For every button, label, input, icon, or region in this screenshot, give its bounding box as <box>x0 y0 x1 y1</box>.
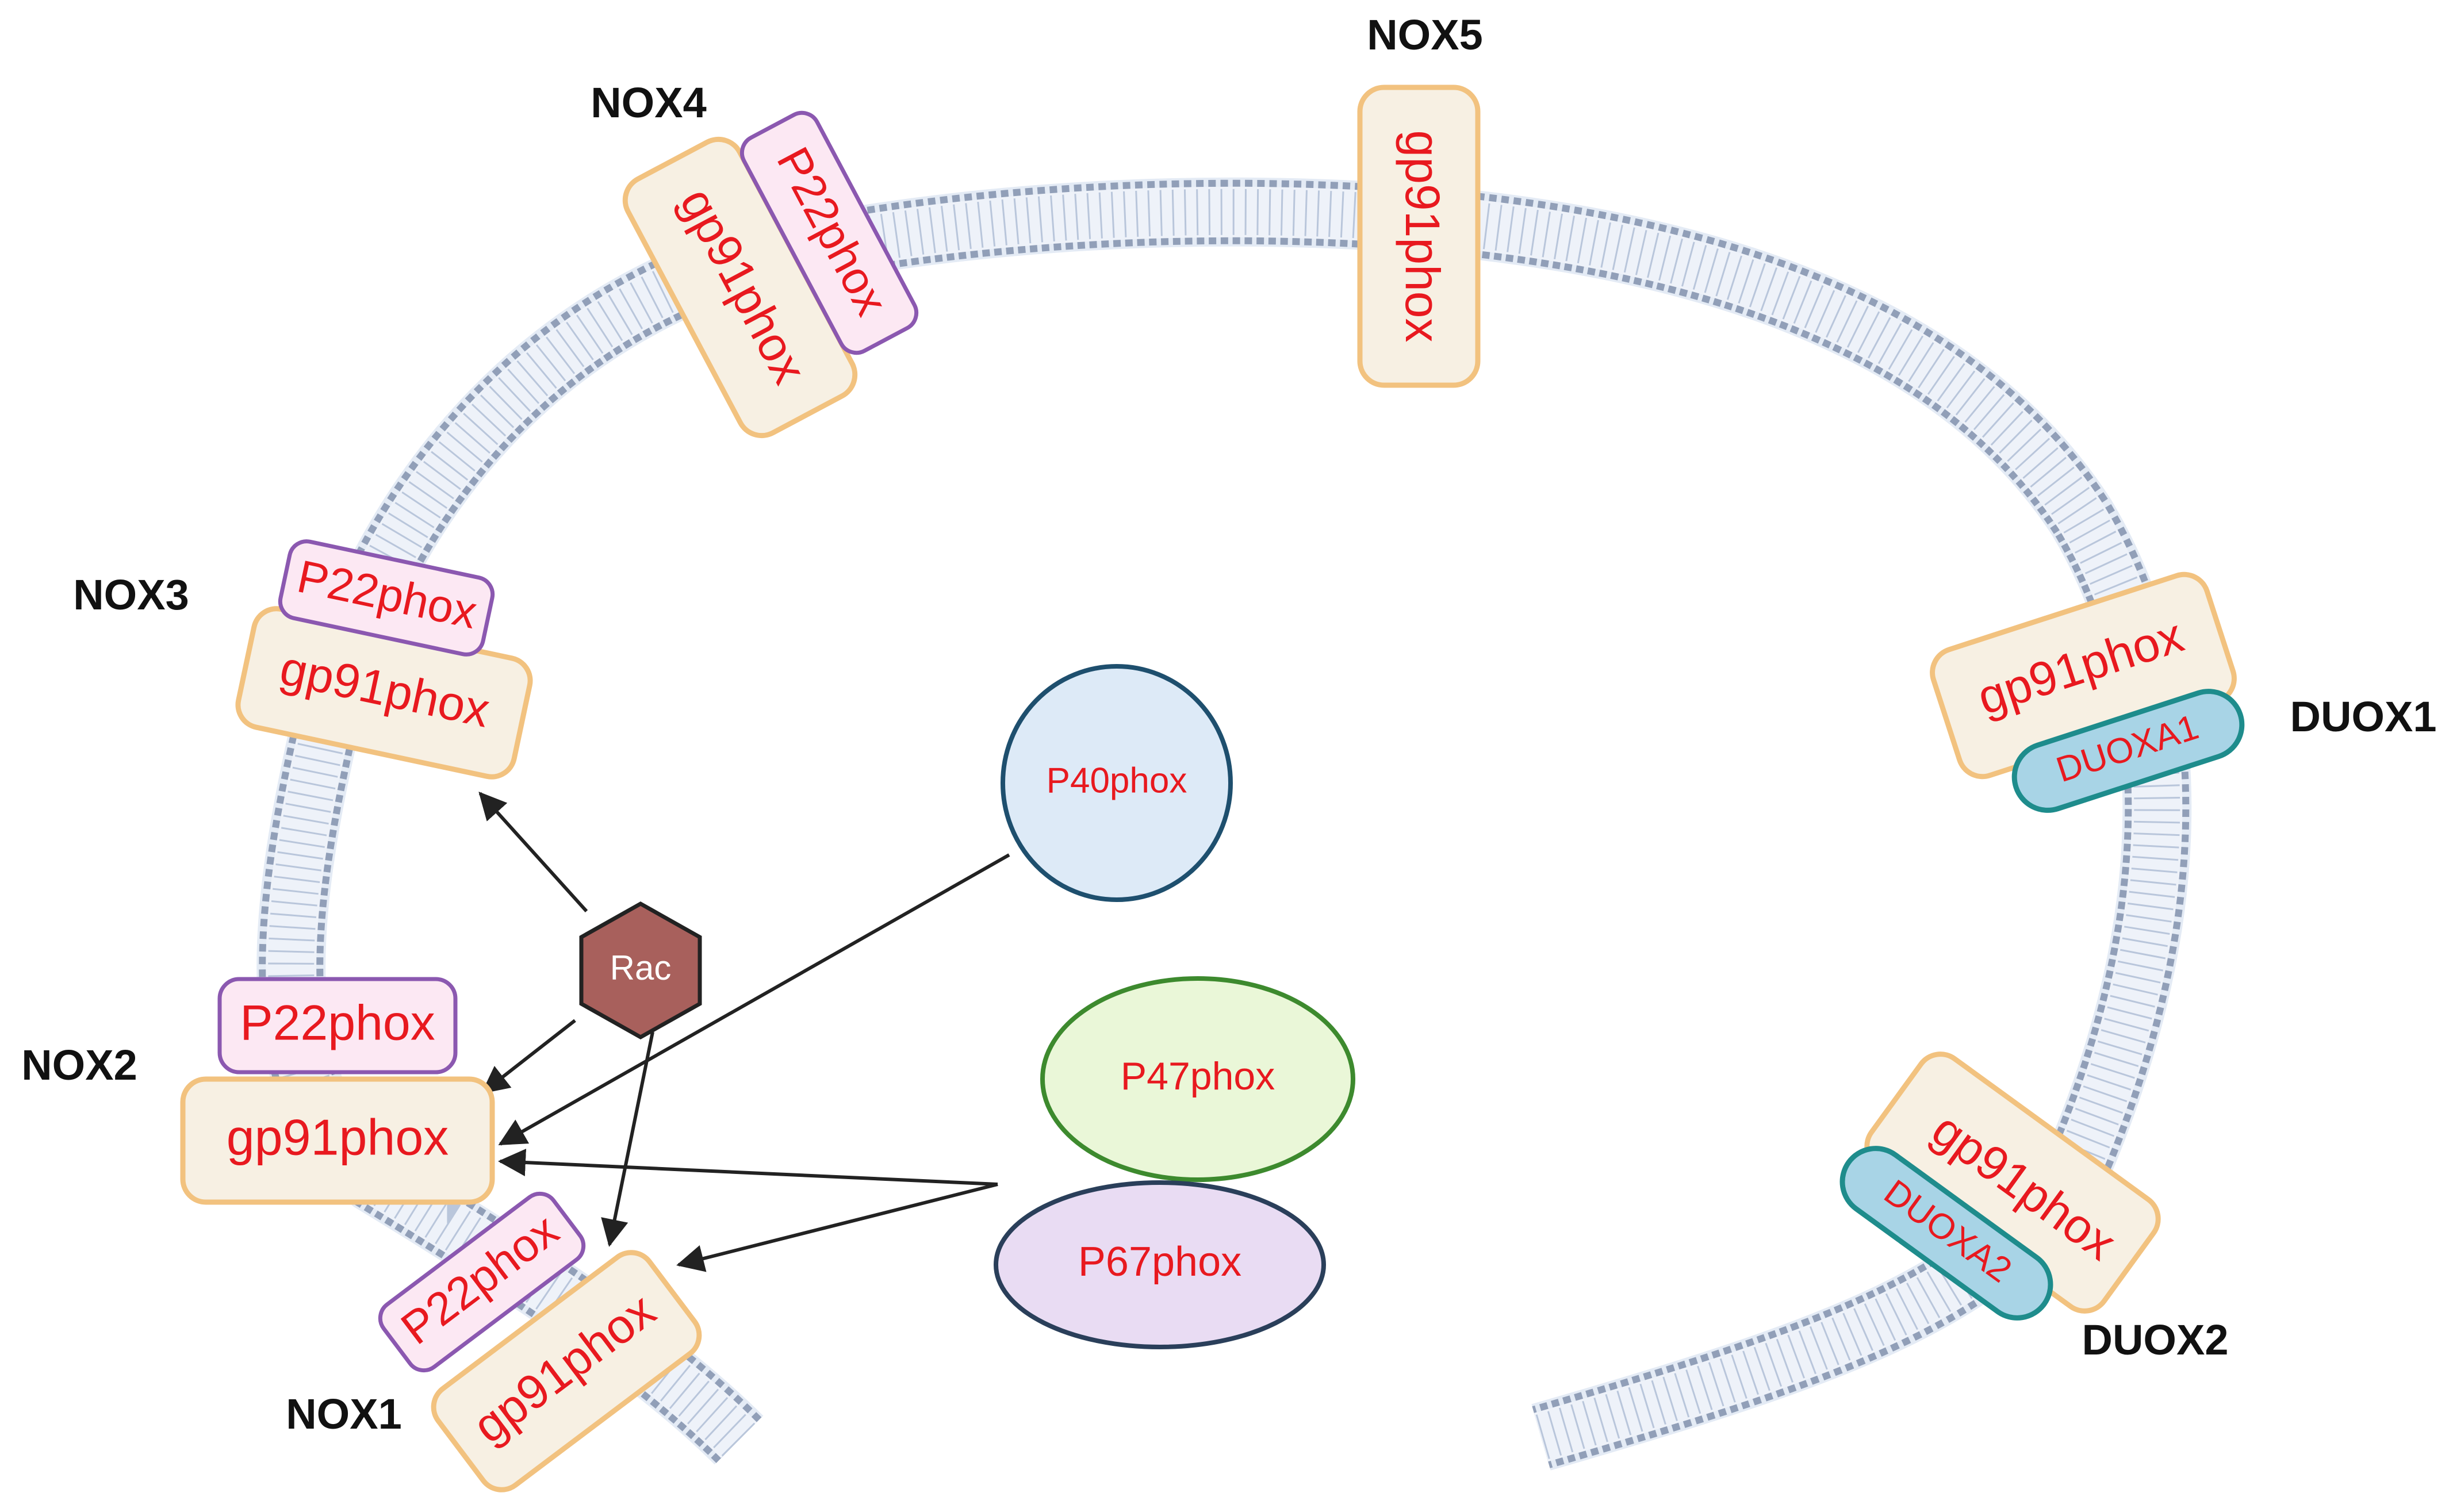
nox1-gp91phox-box <box>431 1250 702 1492</box>
nox1-p22phox-box <box>378 1191 586 1373</box>
arrow-rac-to-nox2 <box>481 1019 576 1094</box>
p40phox-node: P40phox <box>1001 664 1233 902</box>
p47phox-node: P47phox <box>1040 976 1355 1182</box>
nox4-label: NOX4 <box>591 79 707 126</box>
nox5-gp91phox-box <box>1357 85 1481 388</box>
nox1-complex: gp91phox P22phox NOX1 <box>286 1191 702 1492</box>
nox2-gp91phox-box <box>180 1076 495 1205</box>
duox2-label: DUOX2 <box>2082 1316 2229 1364</box>
nox2-label: NOX2 <box>21 1041 137 1089</box>
interaction-arrows <box>478 792 1010 1272</box>
p67phox-node: P67phox <box>994 1180 1326 1349</box>
arrow-p47p67-to-nox1 <box>676 1183 998 1272</box>
arrow-rac-to-nox3 <box>478 792 588 913</box>
nox5-gp91phox-label: gp91phox <box>1396 130 1450 342</box>
nox1-label: NOX1 <box>286 1390 402 1438</box>
rac-hexagon <box>579 901 702 1040</box>
nox2-p22phox-label: P22phox <box>240 996 435 1051</box>
p40phox-circle <box>1001 664 1233 902</box>
arrow-rac-to-nox1 <box>601 1031 654 1247</box>
duox1-duoxa1-box <box>2011 689 2245 813</box>
nox4-complex: gp91phox P22phox NOX4 <box>591 79 919 439</box>
nox3-p22phox-box <box>278 539 495 657</box>
nox2-complex: P22phox gp91phox NOX2 <box>21 977 495 1205</box>
p67phox-label: P67phox <box>1078 1239 1241 1285</box>
nox2-gp91phox-label: gp91phox <box>227 1108 449 1165</box>
p67phox-ellipse <box>994 1180 1326 1349</box>
arrow-p47p67-to-nox2 <box>498 1149 998 1186</box>
p47phox-label: P47phox <box>1121 1054 1275 1098</box>
nox5-complex: gp91phox NOX5 <box>1357 11 1483 388</box>
nox3-label: NOX3 <box>73 571 189 619</box>
p47phox-ellipse <box>1040 976 1355 1182</box>
rac-label: Rac <box>610 949 672 987</box>
nox3-complex: gp91phox P22phox NOX3 <box>73 539 533 780</box>
rac-node: Rac <box>579 901 702 1040</box>
nox4-p22phox-box <box>739 110 919 355</box>
duox2-duoxa2-box <box>1839 1146 2053 1321</box>
arrow-p40-to-nox2 <box>498 853 1010 1146</box>
nox5-label: NOX5 <box>1367 11 1483 59</box>
membrane-tails <box>268 189 2180 1460</box>
duox2-complex: gp91phox DUOXA2 DUOX2 <box>1839 1052 2229 1364</box>
p40phox-label: P40phox <box>1047 761 1187 800</box>
nox2-p22phox-box <box>217 977 458 1074</box>
duox1-label: DUOX1 <box>2290 693 2437 740</box>
